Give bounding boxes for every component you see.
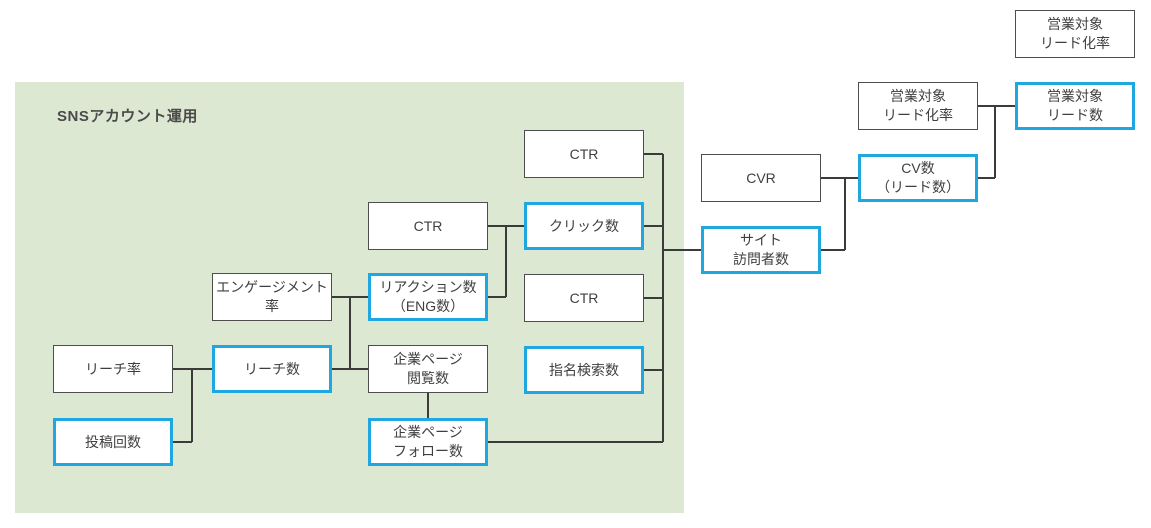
node-cv-count: CV数 （リード数） bbox=[858, 154, 978, 202]
node-cvr: CVR bbox=[701, 154, 821, 202]
node-label: （ENG数） bbox=[391, 298, 465, 314]
node-click-count: クリック数 bbox=[524, 202, 644, 250]
connector-line bbox=[332, 296, 368, 298]
node-label: CTR bbox=[569, 289, 599, 306]
node-ctr-1: CTR bbox=[524, 130, 644, 178]
node-sales-lead-rate-legend: 営業対象リード化率 bbox=[1015, 10, 1135, 58]
connector-line bbox=[644, 297, 663, 299]
node-label: 企業ページ bbox=[393, 424, 463, 440]
node-label: リード数 bbox=[1047, 107, 1103, 123]
node-ctr-2: CTR bbox=[368, 202, 488, 250]
connector-line bbox=[994, 106, 996, 178]
node-label: リアクション数 bbox=[379, 279, 477, 295]
node-label: リード化率 bbox=[883, 107, 953, 123]
node-post-count: 投稿回数 bbox=[53, 418, 173, 466]
node-label: CVR bbox=[746, 169, 776, 186]
connector-line bbox=[663, 249, 701, 251]
connector-line bbox=[821, 177, 858, 179]
node-label: クリック数 bbox=[549, 217, 619, 234]
connector-line bbox=[644, 225, 663, 227]
node-label: エンゲージメント bbox=[216, 279, 328, 295]
connector-line bbox=[978, 105, 1015, 107]
node-label: リーチ率 bbox=[85, 360, 141, 377]
node-label: CTR bbox=[569, 145, 599, 162]
connector-line bbox=[332, 368, 368, 370]
node-label: CV数 bbox=[901, 160, 935, 176]
connector-line bbox=[191, 369, 193, 442]
node-reach-count: リーチ数 bbox=[212, 345, 332, 393]
node-reaction-count: リアクション数 （ENG数） bbox=[368, 273, 488, 321]
connector-line bbox=[488, 441, 663, 443]
node-label: サイト bbox=[740, 232, 782, 248]
node-label: 指名検索数 bbox=[549, 361, 619, 378]
connector-line bbox=[349, 297, 351, 369]
node-label: 投稿回数 bbox=[85, 433, 141, 450]
node-sales-lead-count: 営業対象リード数 bbox=[1015, 82, 1135, 130]
connector-line bbox=[644, 153, 663, 155]
node-label: 閲覧数 bbox=[407, 370, 449, 386]
node-label: 訪問者数 bbox=[733, 251, 789, 267]
node-label: （リード数） bbox=[876, 179, 960, 195]
node-engagement-rate: エンゲージメント率 bbox=[212, 273, 332, 321]
connector-line bbox=[662, 154, 664, 442]
connector-line bbox=[505, 226, 507, 297]
node-label: CTR bbox=[413, 217, 443, 234]
node-reach-rate: リーチ率 bbox=[53, 345, 173, 393]
connector-line bbox=[173, 441, 192, 443]
connector-line bbox=[844, 178, 846, 250]
panel-title: SNSアカウント運用 bbox=[57, 108, 198, 125]
connector-line bbox=[173, 368, 212, 370]
node-label: 営業対象 bbox=[890, 88, 946, 104]
node-label: 営業対象 bbox=[1047, 16, 1103, 32]
connector-line bbox=[488, 296, 506, 298]
connector-line bbox=[488, 225, 524, 227]
node-label: 企業ページ bbox=[393, 351, 463, 367]
node-label: フォロー数 bbox=[393, 443, 463, 459]
node-label: リーチ数 bbox=[244, 360, 300, 377]
node-label: 営業対象 bbox=[1047, 88, 1103, 104]
connector-line bbox=[644, 369, 663, 371]
connector-line bbox=[978, 177, 995, 179]
node-brand-search-count: 指名検索数 bbox=[524, 346, 644, 394]
node-label: リード化率 bbox=[1040, 35, 1110, 51]
node-site-visitors: サイト訪問者数 bbox=[701, 226, 821, 274]
connector-line bbox=[427, 393, 429, 418]
node-company-page-follows: 企業ページフォロー数 bbox=[368, 418, 488, 466]
node-label: 率 bbox=[265, 298, 279, 314]
connector-line bbox=[821, 249, 845, 251]
node-ctr-3: CTR bbox=[524, 274, 644, 322]
node-sales-lead-rate: 営業対象リード化率 bbox=[858, 82, 978, 130]
node-company-page-views: 企業ページ閲覧数 bbox=[368, 345, 488, 393]
